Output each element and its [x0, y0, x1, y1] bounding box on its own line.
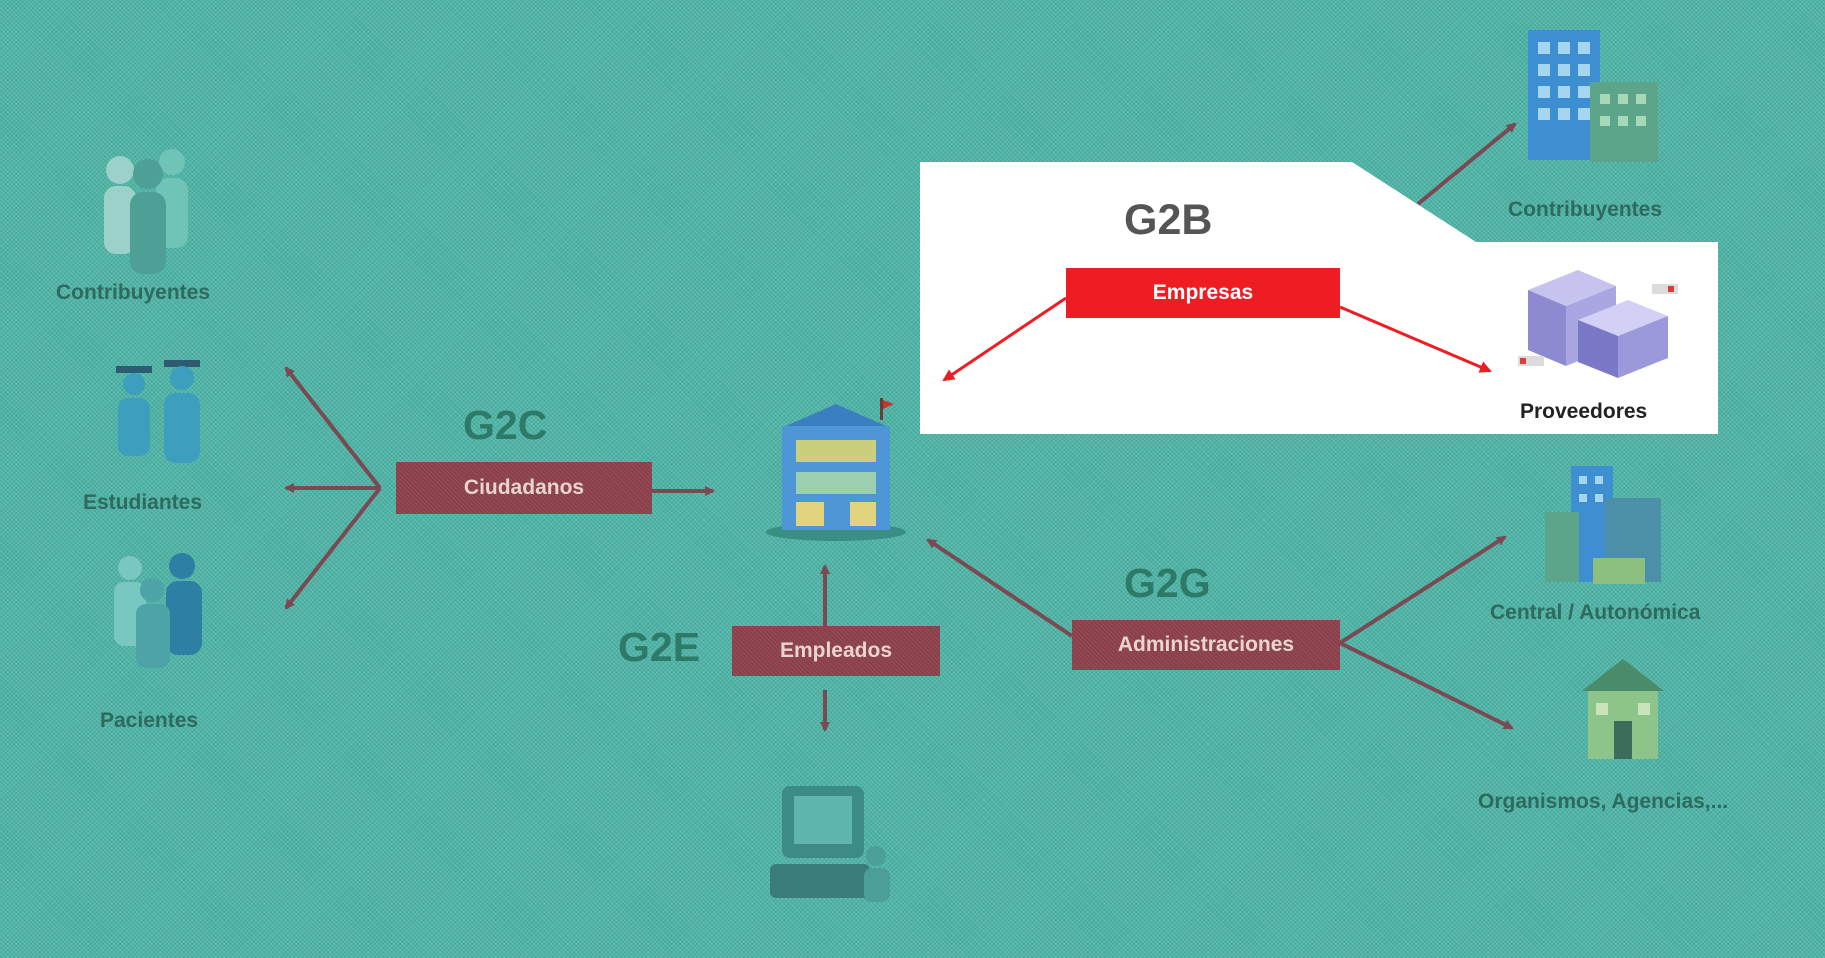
g2b-target-proveedores: Proveedores: [1520, 400, 1648, 423]
g2g-target-central: Central / Autonómica: [1490, 601, 1701, 624]
g2g-target-organismos: Organismos, Agencias,...: [1478, 790, 1729, 813]
patients-icon: [114, 553, 202, 668]
g2c-code: G2C: [463, 402, 548, 448]
g2b-arrow-right: [1339, 305, 1492, 373]
government-building-icon: [766, 398, 906, 541]
g2b-arrow-contribuyentes: [1416, 122, 1517, 206]
g2b-box: Empresas: [1066, 268, 1340, 318]
g2b-target-contribuyentes: Contribuyentes: [1508, 198, 1663, 221]
g2b-arrow-left: [942, 296, 1067, 382]
g2g-arrow-organismos: [1339, 641, 1514, 730]
g2c-box: Ciudadanos: [396, 462, 652, 514]
g2c-target-pacientes: Pacientes: [100, 709, 199, 732]
people-group-icon: [104, 149, 188, 274]
g2e-box: Empleados: [732, 626, 940, 676]
g2g-code: G2G: [1124, 560, 1211, 606]
g2b-code: G2B: [1124, 196, 1213, 244]
employee-computer-icon: [770, 786, 890, 902]
supplier-network-icon: [1518, 270, 1678, 378]
graduates-icon: [116, 360, 200, 463]
g2g-arrow-central: [1338, 535, 1507, 645]
g2e-code: G2E: [618, 624, 701, 670]
g2g-arrow-government: [926, 538, 1074, 638]
g2g-box: Administraciones: [1072, 620, 1340, 670]
g2c-arrow-pacientes: [284, 486, 382, 610]
g2c-target-estudiantes: Estudiantes: [83, 491, 203, 514]
g2c-target-contribuyentes: Contribuyentes: [56, 281, 211, 304]
office-tower-icon: [1528, 30, 1658, 162]
g2c-arrow-contribuyentes: [284, 366, 382, 490]
city-buildings-icon: [1545, 466, 1661, 584]
agency-building-icon: [1582, 659, 1664, 759]
